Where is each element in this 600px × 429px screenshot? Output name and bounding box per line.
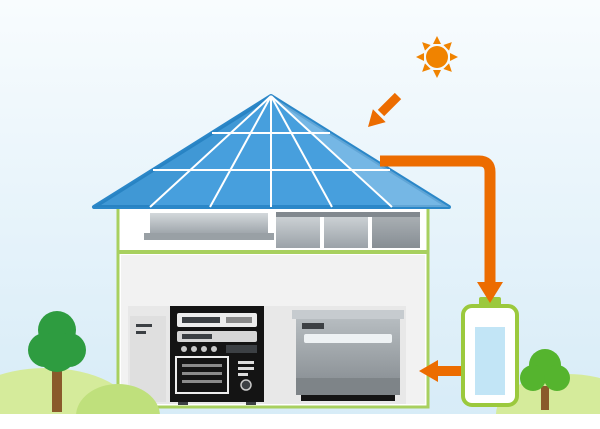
left-tree [28,311,86,412]
appliance-base [301,395,395,401]
range-hood [144,213,274,240]
sun-ray [433,36,441,44]
tree-trunk [52,366,62,412]
storage-battery [461,297,519,407]
appliance-handle [304,334,392,343]
sun-ray [416,53,424,61]
house [116,205,430,409]
microwave-button [238,361,254,364]
solar-panel-grid [149,95,393,208]
control-knob [181,346,187,352]
sun-core [426,46,448,68]
sun-ray [450,53,458,61]
cabinet-vent-line [136,324,152,327]
window-pane [324,212,368,248]
appliance-lower-panel [296,378,400,395]
right-tree [520,349,570,410]
microwave-door-line [182,364,222,367]
microwave-door-line [182,372,222,375]
window-pane [372,212,420,248]
roof-to-battery-shaft [380,155,496,284]
tree-foliage [28,311,86,372]
appliance-foot [246,402,256,405]
foreground-margin [0,414,600,429]
panel-grid-line [209,95,272,208]
window-pane-shade [372,212,420,248]
counter-appliance [292,310,404,401]
appliance-foot [178,402,188,405]
solar-roof [92,94,451,209]
battery-to-house-head [419,360,438,382]
display-readout [226,317,252,323]
panel-grid-line [270,95,393,208]
tree-foliage [520,349,570,391]
microwave-button [238,367,254,370]
microwave-knob [240,379,252,391]
range-hood-lip [144,233,274,240]
microwave-button [238,373,248,376]
battery-to-house-arrow [419,360,461,382]
floor-divider [118,250,428,254]
control-knob [211,346,217,352]
control-display [177,331,257,342]
window-top-frame [276,212,420,217]
display-readout [182,317,220,323]
sunlight-arrow-shaft [377,92,402,117]
microwave-door-line [182,380,222,383]
button-strip [226,345,257,353]
range-hood-body [150,213,268,235]
oven-microwave-unit [170,306,264,405]
tree-trunk [541,386,549,410]
sun-icon [416,36,458,78]
roof-right-highlight [271,96,449,207]
foliage-blob [37,332,77,372]
panel-grid-line [270,95,333,208]
roof-to-battery-arrow [380,155,503,303]
second-floor-windows [276,212,420,248]
sunlight-arrow [368,92,402,127]
roof-to-battery-head [477,282,503,303]
battery-charge-level [475,327,505,395]
appliance-control [302,323,324,329]
sun-ray [433,70,441,78]
cabinet-vent-line [136,331,146,334]
counter-top [292,310,404,319]
window-pane [276,212,320,248]
foliage-blob [520,365,546,391]
control-knob [191,346,197,352]
display-readout [182,334,212,339]
panel-grid-line [149,95,272,208]
sunlight-arrow-head [368,109,386,127]
control-knob [201,346,207,352]
roof-left-shade [94,96,271,207]
foliage-blob [544,365,570,391]
